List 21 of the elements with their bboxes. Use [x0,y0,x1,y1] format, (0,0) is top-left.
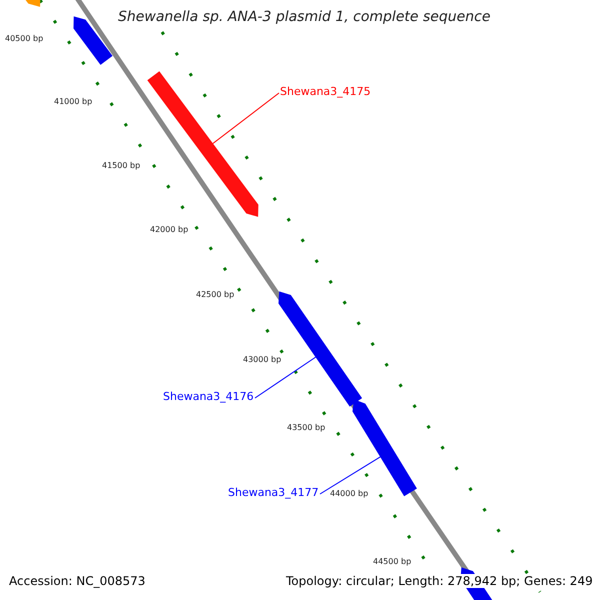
gene-feature [148,72,258,216]
position-label: 44000 bp [330,489,368,498]
position-label: 41500 bp [102,161,140,170]
position-label: 43500 bp [287,423,326,432]
info-text: Accession: NC_008573 [9,574,146,588]
leader-line [254,356,317,398]
leader-line [212,92,280,144]
position-label: 42000 bp [150,225,188,234]
position-label: 43000 bp [243,355,282,364]
title: Shewanella sp. ANA-3 plasmid 1, complete sequence [118,9,490,25]
info-text: Topology: circular; Length: 278,942 bp; Genes: 249 [286,574,593,588]
position-label: 44500 bp [373,557,412,566]
position-label: 41000 bp [54,97,92,106]
position-label: 40500 bp [5,34,44,44]
position-label: 42500 bp [196,290,234,300]
leader-line [320,456,381,494]
gene-label: Shewana3_4175 [280,85,371,98]
gene-feature [279,292,362,406]
gene-label: Shewana3_4176 [163,390,254,403]
gene-label: Shewana3_4177 [228,486,319,499]
gene-feature [74,17,112,64]
